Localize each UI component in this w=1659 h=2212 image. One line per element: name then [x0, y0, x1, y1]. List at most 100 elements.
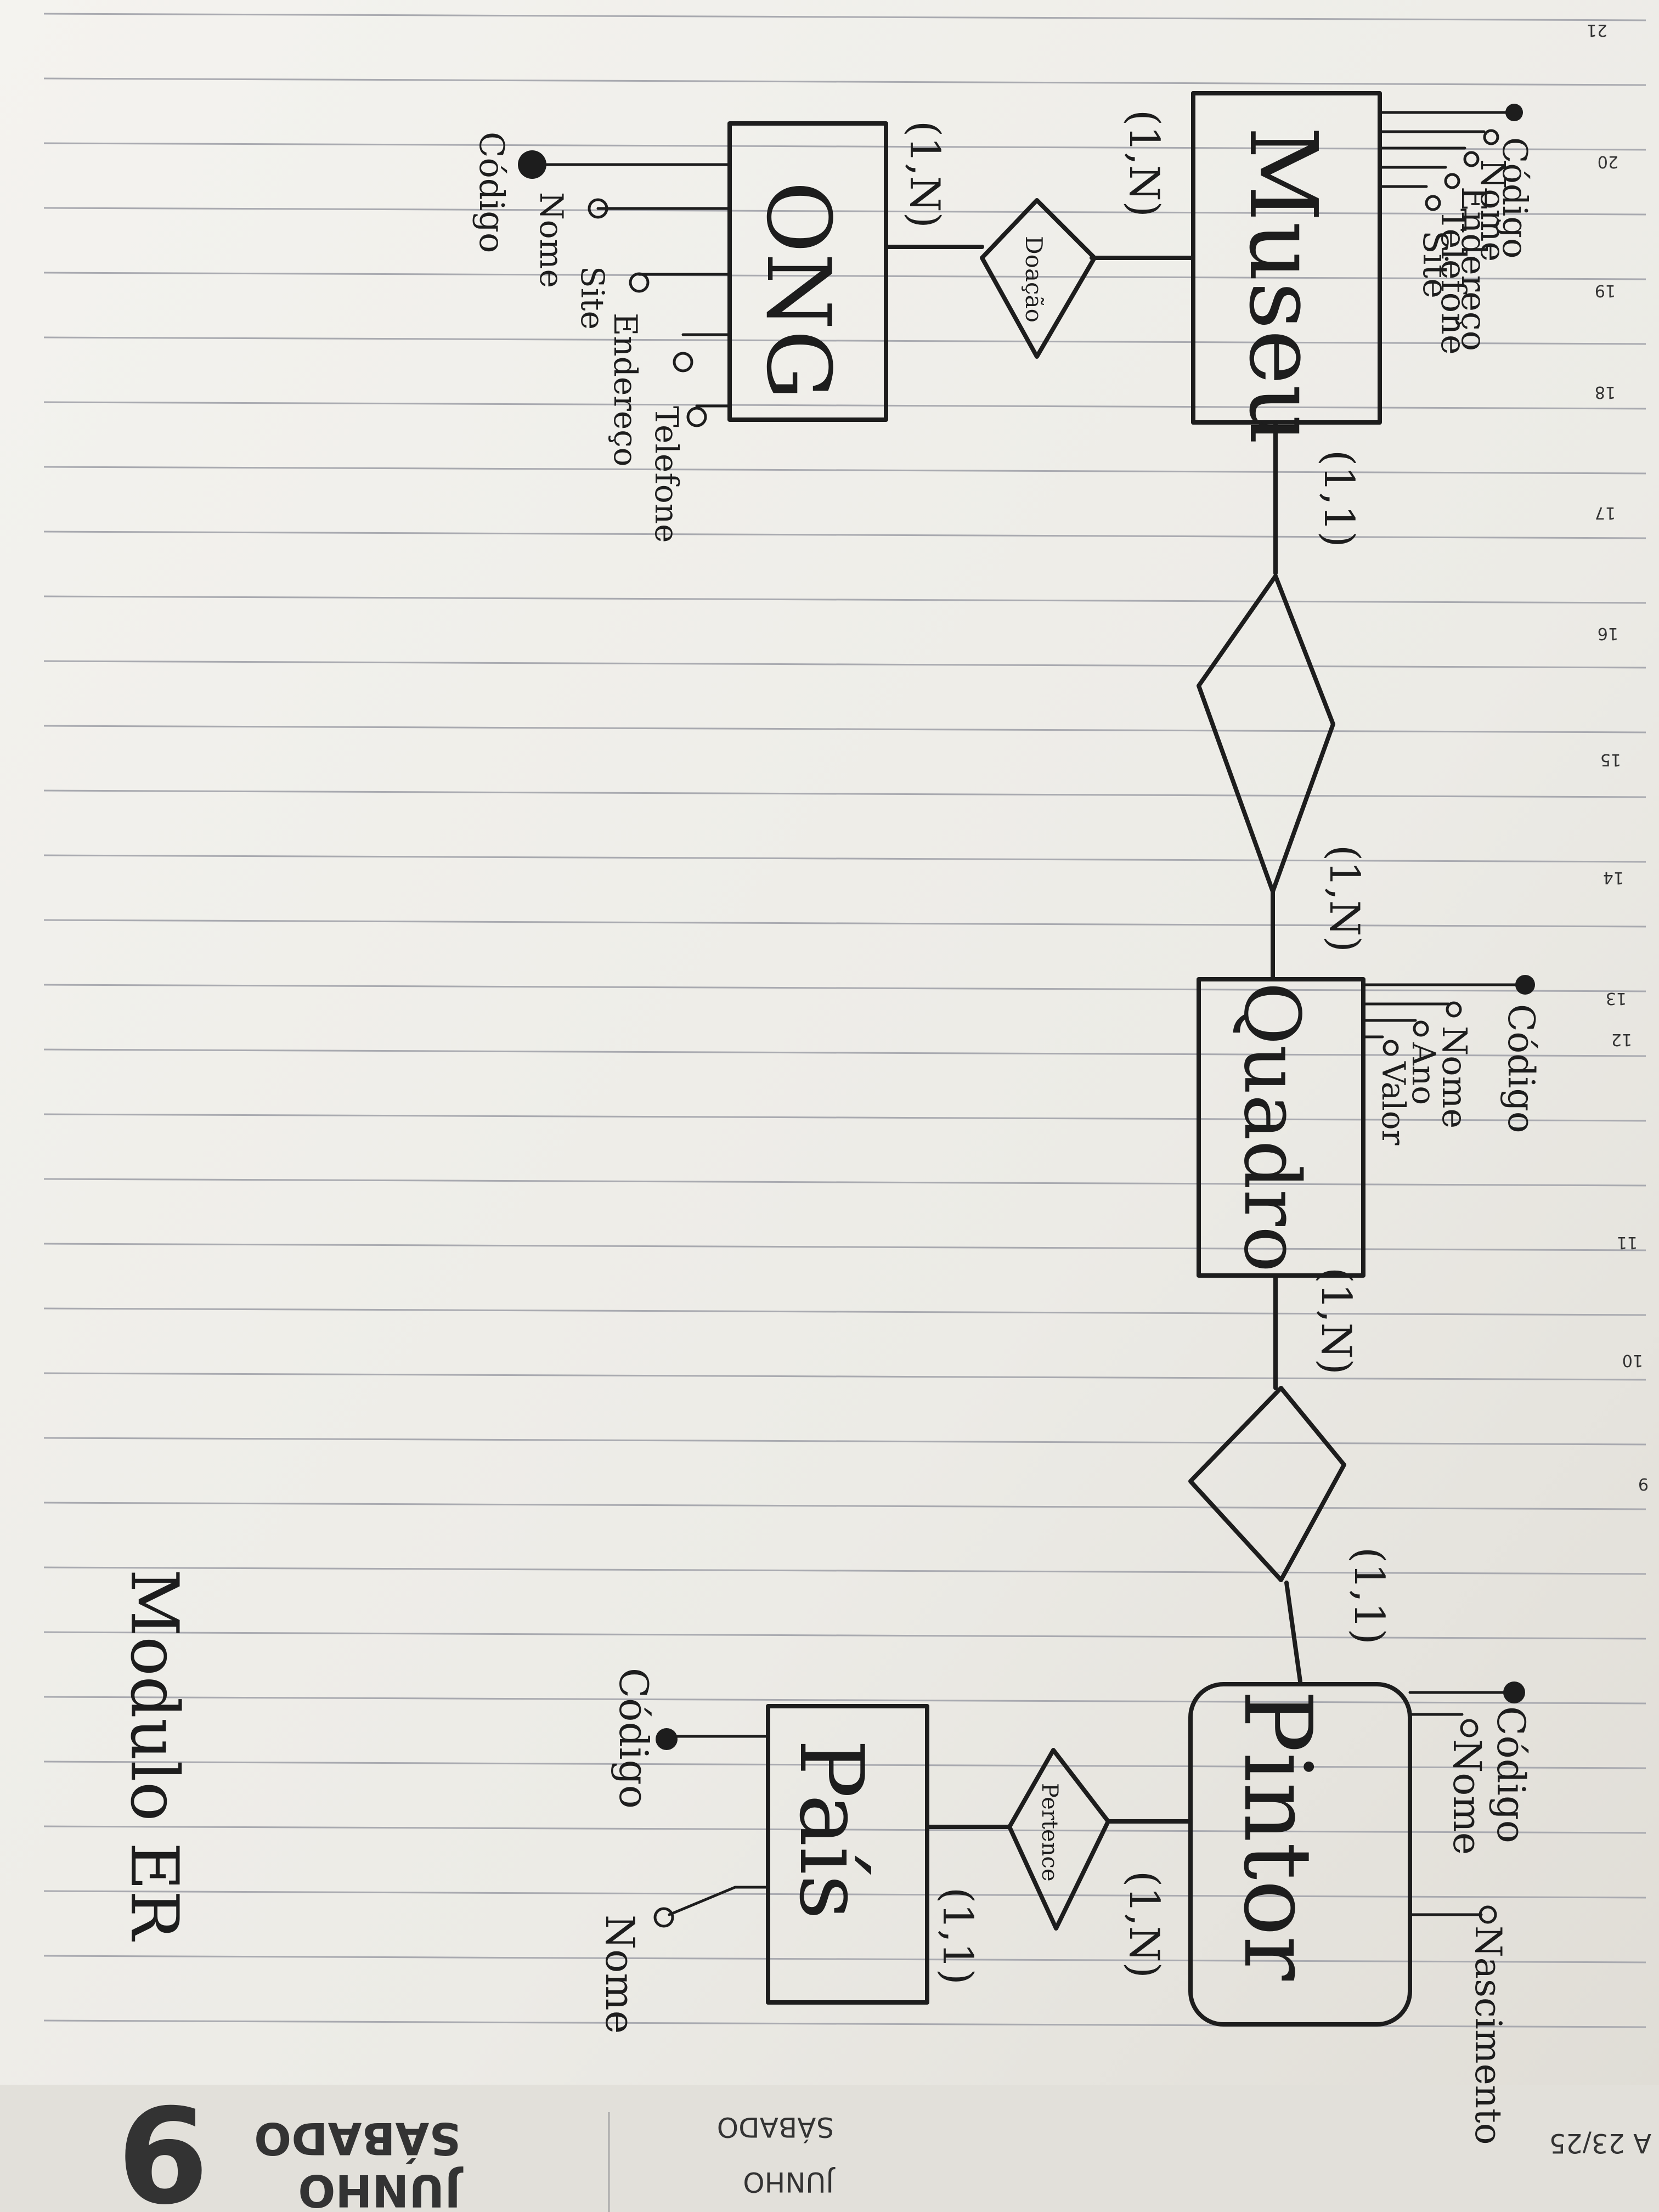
attribute-connectors — [668, 1735, 770, 1916]
attribute-label: Nome — [597, 1915, 643, 2034]
ruled-line — [43, 854, 1646, 863]
entity-box — [727, 121, 888, 422]
page-footer-strip — [0, 2085, 1659, 2212]
entity-museu: Museu Código Nome Endereço Telefone Site — [1191, 91, 1535, 445]
hour-mark: 14 — [1603, 868, 1624, 887]
attribute-dot — [1460, 1719, 1479, 1737]
attribute-label: Telefone — [1434, 208, 1474, 355]
attribute-label: Nascimento — [1467, 1926, 1509, 2145]
ruled-line — [43, 1178, 1646, 1187]
relationship-diamond — [1007, 1748, 1110, 1931]
cardinality-label: (1,1) — [934, 1887, 982, 1985]
cardinality-label: (1,N) — [1120, 1871, 1169, 1978]
key-attribute-dot — [1503, 1681, 1525, 1703]
attribute-label: Endereço — [1454, 187, 1494, 351]
corner-text: A 23/25 — [1549, 2128, 1651, 2158]
ruled-line — [43, 1825, 1646, 1834]
cardinality-label: (1,N) — [1120, 110, 1169, 217]
relationship-museu-quadro — [1197, 420, 1335, 981]
month-label: JUNHO — [298, 2165, 464, 2212]
hour-mark: 12 — [1611, 1030, 1632, 1049]
relationship-quadro-pintor — [1188, 1273, 1346, 1684]
attribute-dot — [653, 1907, 674, 1928]
entity-name: Pintor — [1223, 1690, 1331, 1981]
ruled-line — [43, 1760, 1646, 1769]
attribute-dot — [629, 272, 650, 293]
relationship-doacao: Doação — [884, 198, 1195, 359]
relationship-name: Doação — [1020, 236, 1047, 323]
hour-mark: 18 — [1595, 382, 1616, 402]
entity-name: Quadro — [1227, 982, 1316, 1272]
ruled-line — [43, 789, 1646, 798]
entity-pintor: Pintor Código Nome Nascimento — [1188, 1681, 1533, 2145]
attribute-label: Site — [574, 266, 611, 330]
relationship-diamond — [1188, 1386, 1346, 1582]
ruled-line — [43, 919, 1646, 928]
hour-marks: 21 20 19 18 17 16 15 14 13 12 11 10 9 — [1587, 20, 1649, 1493]
attribute-connectors — [1378, 111, 1508, 188]
ruled-line — [43, 466, 1646, 475]
entity-pais: País Código Nome — [597, 1668, 929, 2034]
hour-mark: 10 — [1622, 1351, 1643, 1370]
hour-mark: 13 — [1606, 989, 1627, 1008]
ruled-line — [43, 1307, 1646, 1316]
attribute-label: Código — [1488, 1706, 1533, 1843]
ruled-line — [43, 1113, 1646, 1122]
attribute-dot — [1444, 173, 1460, 189]
attribute-dot — [686, 407, 707, 427]
hour-mark: 21 — [1587, 20, 1607, 40]
entity-name: País — [780, 1739, 883, 1920]
attribute-connectors — [525, 163, 731, 408]
cardinality-label: (1,N) — [901, 121, 949, 228]
hour-mark: 16 — [1598, 624, 1618, 643]
attribute-connectors — [1362, 983, 1521, 1039]
cardinality-label: (1,1) — [1315, 450, 1363, 548]
ruled-lines — [43, 13, 1646, 2028]
cardinality-label: (1,N) — [1312, 1267, 1361, 1375]
hour-mark: 11 — [1617, 1233, 1638, 1252]
hour-mark: 17 — [1595, 503, 1616, 522]
key-attribute-dot — [1515, 975, 1535, 995]
attribute-dot — [1479, 1905, 1497, 1924]
attribute-label: Código — [1500, 1004, 1542, 1133]
key-attribute-dot — [518, 150, 546, 179]
cardinality-label: (1,N) — [1321, 845, 1369, 952]
ruled-line — [43, 1566, 1646, 1575]
entity-box — [1197, 977, 1365, 1278]
attribute-dot — [1446, 1001, 1462, 1018]
ruled-line — [43, 531, 1646, 539]
relationship-name: Pertence — [1037, 1783, 1062, 1882]
hour-mark: 20 — [1598, 152, 1618, 171]
attribute-dot — [588, 198, 608, 219]
entity-box — [1188, 1682, 1412, 2027]
ruled-line — [43, 595, 1646, 604]
cardinality-label: (1,1) — [1345, 1547, 1393, 1645]
attribute-label: Nome — [1473, 159, 1513, 262]
ruled-line — [43, 1696, 1646, 1705]
entity-quadro: Quadro Código Nome Ano Valor — [1197, 975, 1542, 1278]
ruled-line — [43, 13, 1646, 21]
ruled-line — [43, 660, 1646, 669]
diagram-title: Modulo ER — [116, 1569, 192, 1942]
attribute-dot — [673, 352, 693, 373]
relationship-diamond — [980, 198, 1097, 359]
ruled-line — [43, 1955, 1646, 1963]
hour-mark: 15 — [1600, 750, 1621, 769]
attribute-dot — [1413, 1020, 1429, 1037]
ruled-line — [43, 1243, 1646, 1251]
attribute-dot — [1463, 151, 1480, 167]
attribute-label: Nome — [1444, 1739, 1489, 1855]
relationship-pertence: Pertence — [925, 1748, 1193, 1931]
attribute-label: Nome — [1435, 1026, 1475, 1128]
entity-name: ONG — [747, 181, 850, 400]
attribute-label: Código — [1495, 137, 1535, 258]
entity-ong: ONG Código Nome Site Endereço Telefone — [472, 121, 888, 543]
ruled-line — [43, 984, 1646, 992]
entity-name: Museu — [1228, 126, 1337, 445]
attribute-label: Site — [1415, 230, 1455, 298]
key-attribute-dot — [656, 1728, 678, 1750]
month-label-small: JUNHO — [743, 2166, 836, 2198]
